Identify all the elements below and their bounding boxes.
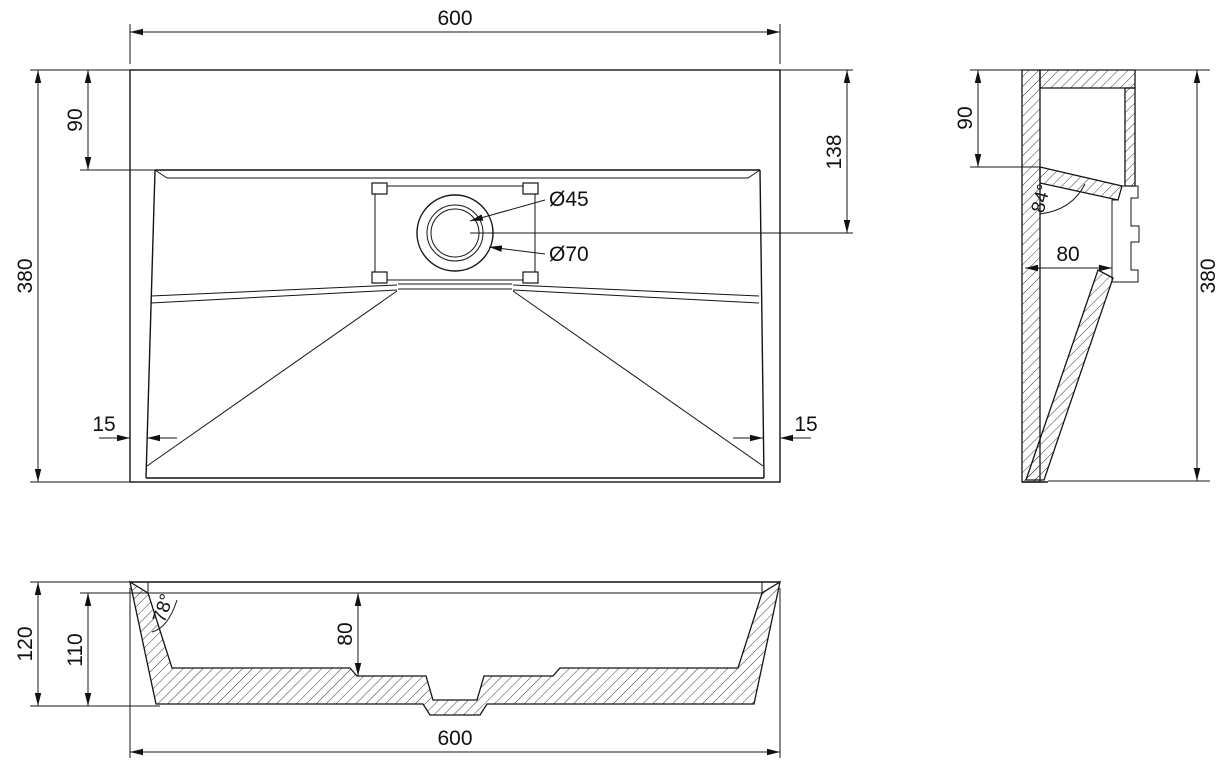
dim-front-overall-height-label: 120 [14, 626, 37, 661]
side-view: 90 84° 80 380 [954, 69, 1220, 483]
dim-side-height: 380 [1048, 69, 1220, 482]
drain-outer-dia-text: Ø70 [549, 243, 589, 266]
dim-plan-drain-offset: 138 [470, 69, 853, 234]
dim-plan-height-label: 380 [14, 258, 37, 293]
side-top-flange [1039, 69, 1136, 89]
dim-front-inner-height: 110 [64, 592, 148, 706]
dim-side-basin-depth-label: 80 [1056, 243, 1079, 266]
dim-front-basin-depth-label: 80 [334, 622, 357, 645]
drain-tab-top-left [371, 182, 388, 195]
dim-front-width: 600 [129, 588, 781, 758]
side-drain-bracket [1111, 185, 1140, 283]
dim-side-rim-depth: 90 [954, 69, 1040, 168]
plan-floor-creases [146, 284, 764, 467]
dim-plan-width: 600 [129, 7, 781, 64]
dim-plan-height: 380 [14, 69, 130, 483]
drain-tab-bottom-left [371, 271, 388, 284]
plan-countertop-outline [129, 69, 781, 483]
side-right-wall [1124, 87, 1136, 187]
label-drain-outer-dia: Ø70 [488, 243, 589, 266]
dim-plan-width-label: 600 [437, 7, 472, 30]
drain-inner-dia-text: Ø45 [549, 188, 589, 211]
dim-side-rim-depth-label: 90 [954, 106, 977, 129]
dim-front-basin-depth: 80 [334, 593, 362, 676]
front-shell-section [129, 580, 781, 716]
drain-tab-top-right [522, 182, 539, 195]
dim-front-overall-height: 120 [14, 581, 160, 707]
dim-plan-drain-offset-label: 138 [823, 134, 846, 169]
drain-tab-bottom-right [522, 271, 539, 284]
plan-basin-rim [145, 169, 765, 479]
dim-side-basin-depth: 80 [1025, 243, 1112, 272]
front-wall-angle-text: 78° [149, 591, 178, 625]
dim-front-width-label: 600 [437, 727, 472, 750]
dim-plan-gap-right-label: 15 [794, 413, 817, 436]
dim-plan-rim-inset-label: 90 [64, 108, 87, 131]
dim-plan-gap-right: 15 [733, 413, 818, 442]
label-drain-inner-dia: Ø45 [469, 188, 589, 222]
plan-drain-platform [371, 182, 539, 290]
plan-view: 600 380 90 138 Ø45 Ø70 [14, 7, 853, 483]
dim-side-height-label: 380 [1197, 258, 1220, 293]
side-left-wall [1021, 69, 1041, 483]
dim-plan-rim-inset: 90 [64, 70, 155, 171]
front-view: 78° 80 120 110 600 [14, 580, 781, 758]
dim-plan-gap-left: 15 [92, 413, 177, 442]
dim-front-inner-height-label: 110 [64, 633, 87, 666]
side-bottom-apron [1025, 269, 1114, 481]
dim-plan-gap-left-label: 15 [92, 413, 115, 436]
